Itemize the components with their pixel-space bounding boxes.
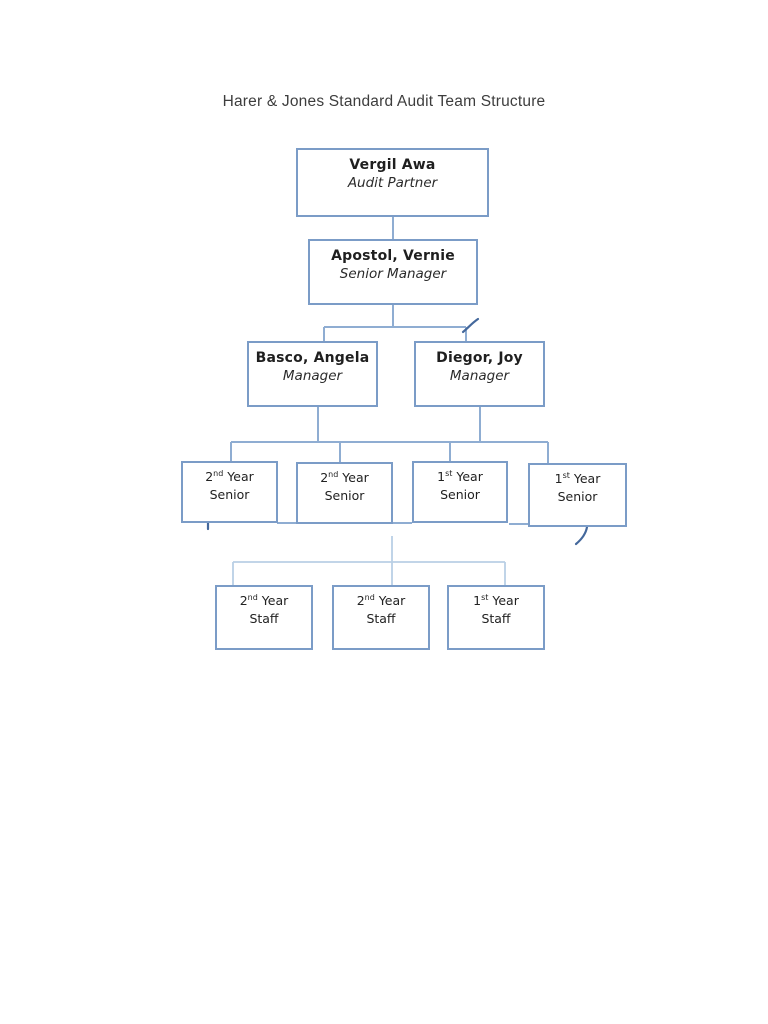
connector-senior-bottom-line [277,522,529,525]
role-label: Senior [440,487,480,502]
person-role: Senior Manager [339,266,447,282]
role-label: Staff [249,611,279,626]
person-name: Vergil Awa [349,157,436,173]
role-label: Staff [366,611,396,626]
role-label: Staff [481,611,511,626]
org-node-senior-2: 2nd Year Senior [296,462,393,524]
role-label: Senior [209,487,250,502]
ordinal-superscript: st [562,470,570,480]
org-node-staff-3: 1st Year Staff [447,585,545,650]
year-label: 2nd Year [239,592,289,608]
ordinal-superscript: st [481,592,489,602]
org-node-manager-1: Basco, Angela Manager [247,341,378,407]
chart-title: Harer & Jones Standard Audit Team Struct… [222,93,546,110]
year-label: 1st Year [437,468,483,484]
person-role: Manager [282,368,343,384]
pen-mark-hook [461,317,480,334]
org-node-manager-2: Diegor, Joy Manager [414,341,545,407]
connector-sm-managers [323,305,467,342]
year-label: 2nd Year [320,469,369,485]
ordinal-superscript: nd [247,592,258,602]
person-name: Apostol, Vernie [331,248,455,264]
role-label: Senior [557,489,598,504]
person-name: Diegor, Joy [436,350,523,366]
org-node-senior-4: 1st Year Senior [528,463,627,527]
year-label: 2nd Year [356,592,406,608]
org-node-audit-partner: Vergil Awa Audit Partner [296,148,489,217]
person-role: Manager [449,368,510,384]
connector-managers-seniors [230,407,549,464]
ordinal-superscript: nd [328,469,339,479]
org-node-staff-1: 2nd Year Staff [215,585,313,650]
ordinal-superscript: nd [364,592,375,602]
person-name: Basco, Angela [255,350,370,366]
year-label: 2nd Year [205,468,254,484]
ordinal-superscript: nd [213,468,224,478]
org-node-senior-manager: Apostol, Vernie Senior Manager [308,239,478,305]
year-label: 1st Year [554,470,601,486]
year-label: 1st Year [473,592,519,608]
role-label: Senior [324,488,365,503]
org-node-staff-2: 2nd Year Staff [332,585,430,650]
person-role: Audit Partner [347,175,438,191]
org-node-senior-1: 2nd Year Senior [181,461,278,523]
ordinal-superscript: st [445,468,453,478]
connector-seniors-staff [232,536,506,585]
org-node-senior-3: 1st Year Senior [412,461,508,523]
pen-mark-comma [574,525,589,546]
